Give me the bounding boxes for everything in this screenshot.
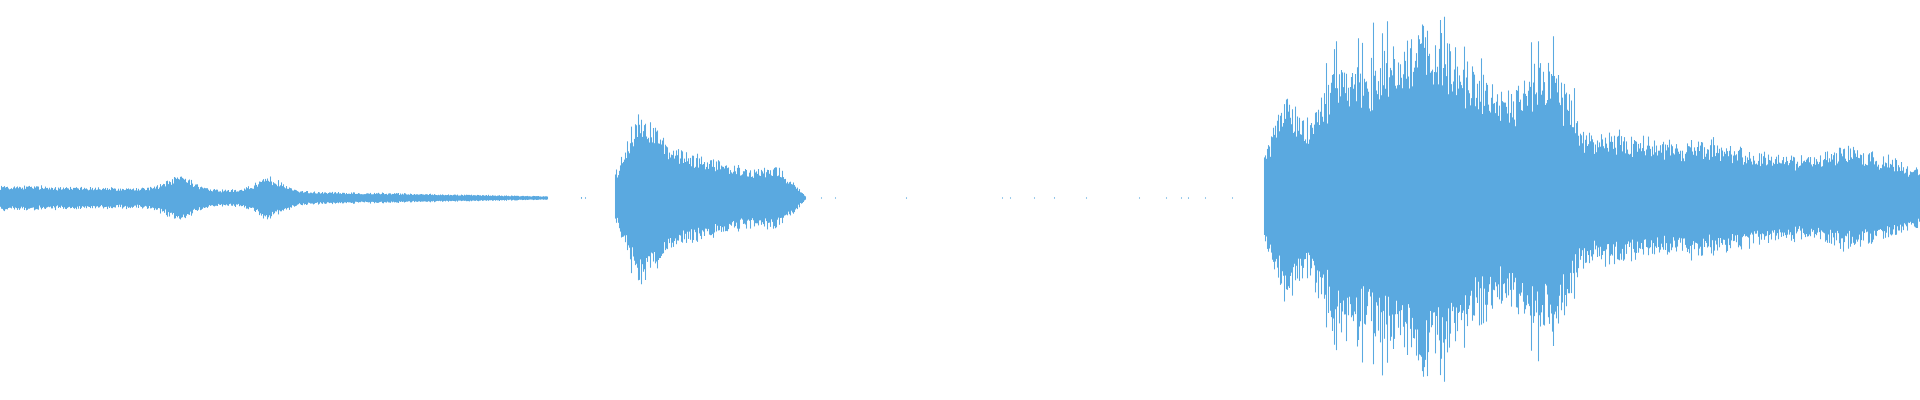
waveform-bars (0, 16, 1920, 382)
